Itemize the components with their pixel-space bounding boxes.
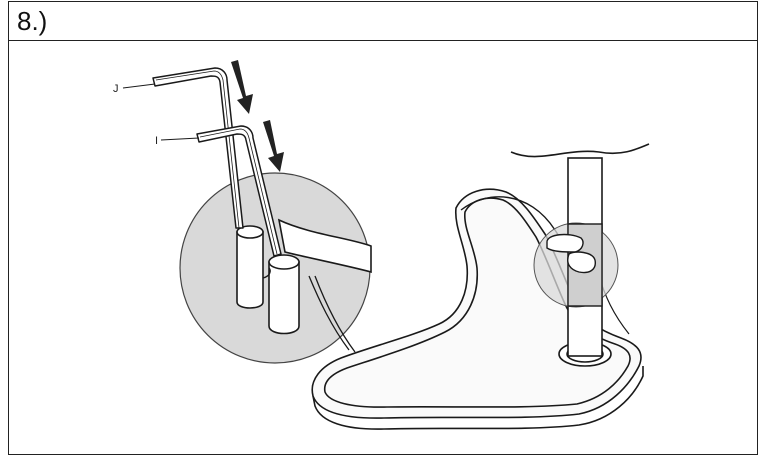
allen-key-icon bbox=[152, 67, 244, 229]
callout-I: I bbox=[155, 135, 200, 147]
allen-key-icon bbox=[196, 125, 282, 257]
step-header: 8.) bbox=[9, 2, 757, 41]
callout-J: J bbox=[113, 83, 156, 95]
magnified-callout bbox=[179, 172, 372, 364]
instruction-panel: 8.) bbox=[8, 1, 758, 455]
step-number: 8.) bbox=[17, 6, 48, 36]
label-I: I bbox=[155, 135, 158, 147]
arrow-down-icon bbox=[231, 60, 253, 114]
arrow-down-icon bbox=[263, 120, 284, 172]
label-J: J bbox=[113, 83, 119, 95]
clip-callout bbox=[533, 222, 619, 308]
assembly-illustration: J I bbox=[9, 40, 757, 454]
